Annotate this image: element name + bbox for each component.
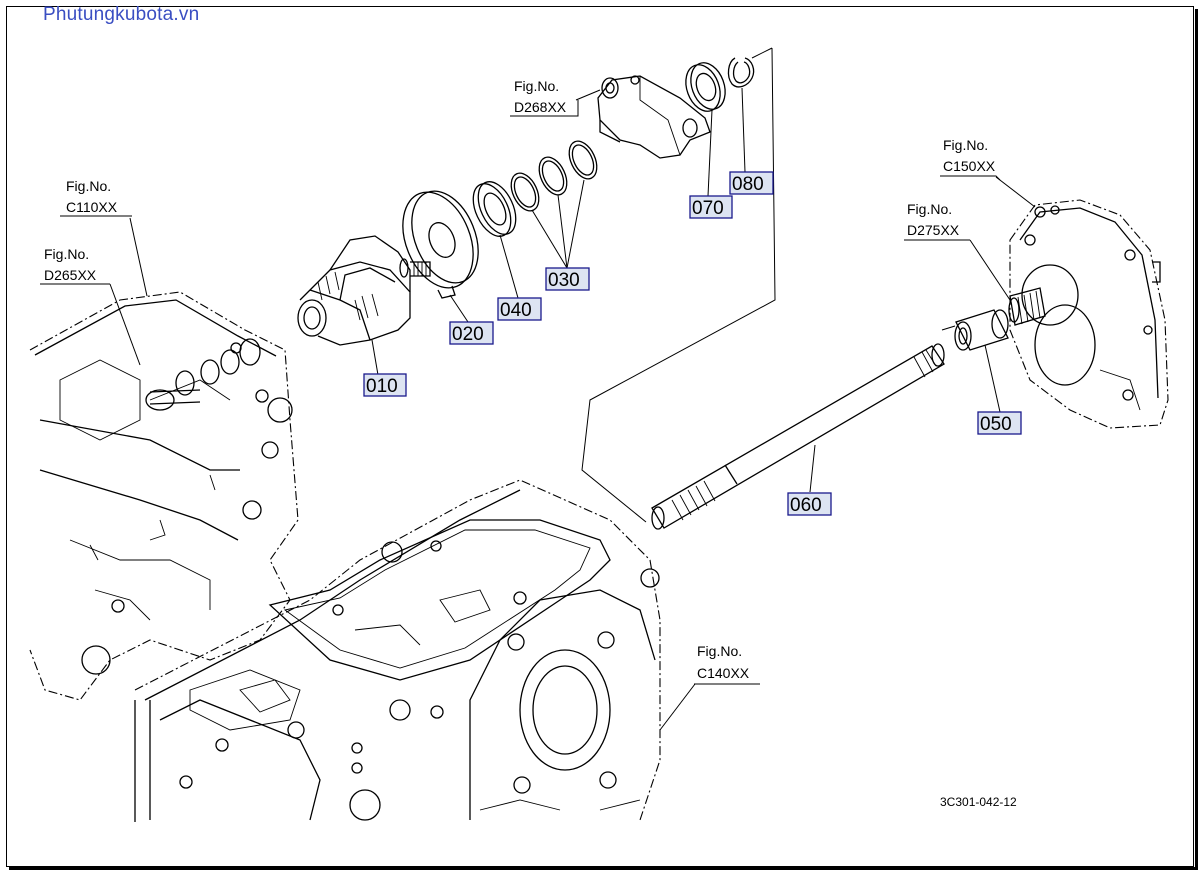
drawing-frame: [6, 6, 1194, 867]
fig-ref-d275: Fig.No. D275XX: [904, 201, 970, 241]
guide-lines: [581, 47, 956, 523]
fig-ref-c110: Fig.No. C110XX: [60, 178, 132, 217]
part-030-shims: [510, 140, 598, 212]
fig-ref-c140-line1: Fig.No.: [697, 643, 742, 659]
fig-ref-c150-line2: C150XX: [943, 158, 996, 174]
center-housing: [134, 479, 661, 822]
callout-040[interactable]: 040: [497, 297, 542, 321]
callout-050-label: 050: [980, 414, 1012, 435]
callout-030[interactable]: 030: [545, 267, 590, 291]
fig-ref-d265-line1: Fig.No.: [44, 246, 89, 262]
bracket-d268: [597, 75, 711, 159]
callout-050[interactable]: 050: [977, 411, 1022, 435]
fig-ref-d275-line1: Fig.No.: [907, 201, 952, 217]
part-040-bearing: [472, 181, 517, 237]
part-050-bushing: [954, 309, 1009, 351]
fig-ref-d265: Fig.No. D265XX: [40, 246, 110, 285]
fig-ref-c150: Fig.No. C150XX: [940, 137, 1001, 181]
callout-080[interactable]: 080: [729, 171, 774, 195]
callout-020[interactable]: 020: [449, 321, 494, 345]
fig-ref-c150-line1: Fig.No.: [943, 137, 988, 153]
callout-070[interactable]: 070: [689, 195, 733, 219]
fig-ref-c110-line1: Fig.No.: [66, 178, 111, 194]
fig-ref-d265-line2: D265XX: [44, 267, 97, 283]
frame-shadow-right: [1195, 9, 1198, 870]
fig-ref-c140: Fig.No. C140XX: [694, 643, 760, 685]
fig-ref-d268-line2: D268XX: [514, 99, 567, 115]
callout-060-label: 060: [790, 495, 822, 516]
part-010-hub: [297, 235, 431, 346]
part-060-shaft: [651, 343, 945, 530]
callout-040-label: 040: [500, 300, 532, 321]
callout-080-label: 080: [732, 174, 764, 195]
callout-070-label: 070: [692, 198, 724, 219]
callout-010[interactable]: 010: [363, 373, 407, 397]
fig-ref-d268-line1: Fig.No.: [514, 78, 559, 94]
callout-060[interactable]: 060: [787, 492, 832, 516]
left-housing: [29, 291, 299, 701]
callout-020-label: 020: [452, 324, 484, 345]
watermark: Phutungkubota.vn: [43, 4, 200, 25]
part-080-snap-ring: [727, 57, 755, 88]
fig-ref-d268: Fig.No. D268XX: [510, 78, 579, 117]
right-cover: [1008, 199, 1169, 429]
callout-030-label: 030: [548, 270, 580, 291]
drawing-code: 3C301-042-12: [940, 795, 1017, 809]
fig-ref-d275-line2: D275XX: [907, 222, 960, 238]
leader-lines: [109, 87, 1036, 731]
callout-010-label: 010: [366, 376, 398, 397]
fig-ref-c110-line2: C110XX: [66, 199, 118, 215]
part-070-bearing: [685, 62, 726, 112]
fig-ref-c140-line2: C140XX: [697, 665, 750, 681]
frame-shadow-bottom: [9, 867, 1198, 870]
part-020-plate: [402, 190, 479, 299]
